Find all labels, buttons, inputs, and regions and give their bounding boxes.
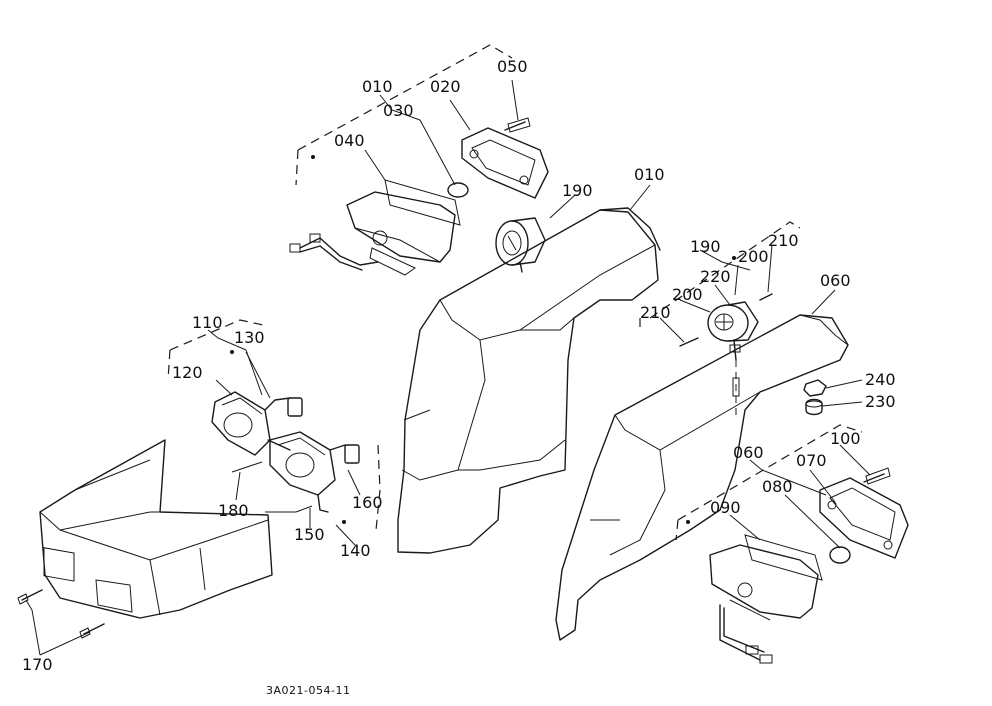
label-100: 100	[830, 429, 861, 448]
work-light-assembly	[167, 319, 381, 531]
lower-rear-lamp	[675, 424, 909, 664]
label-200-left: 200	[672, 285, 703, 304]
diagram-caption: 3A021-054-11	[266, 684, 350, 697]
label-070: 070	[796, 451, 827, 470]
label-210-left: 210	[640, 303, 671, 322]
label-060-right: 060	[820, 271, 851, 290]
label-090: 090	[710, 498, 741, 517]
screws-170	[17, 589, 105, 639]
label-140: 140	[340, 541, 371, 560]
part-labels: 010 020 050 030 040 190 010 190 210 200 …	[22, 57, 896, 697]
label-050: 050	[497, 57, 528, 76]
label-010-fender: 010	[634, 165, 665, 184]
label-120: 120	[172, 363, 203, 382]
label-180: 180	[218, 501, 249, 520]
reference-dots	[230, 155, 736, 524]
label-030: 030	[383, 101, 414, 120]
label-170: 170	[22, 655, 53, 674]
label-190-right: 190	[690, 237, 721, 256]
label-160: 160	[352, 493, 383, 512]
label-200-top: 200	[738, 247, 769, 266]
nut-parts	[803, 379, 827, 416]
label-080: 080	[762, 477, 793, 496]
leader-lines	[25, 79, 871, 656]
beacon-lamp-top	[495, 217, 546, 273]
label-240: 240	[865, 370, 896, 389]
label-150: 150	[294, 525, 325, 544]
label-110: 110	[192, 313, 223, 332]
beacon-lamp-right	[639, 221, 801, 420]
front-bonnet	[39, 439, 273, 619]
label-210-right: 210	[768, 231, 799, 250]
right-fender	[555, 314, 849, 641]
label-060-lower: 060	[733, 443, 764, 462]
label-010-top: 010	[362, 77, 393, 96]
label-020: 020	[430, 77, 461, 96]
label-220: 220	[700, 267, 731, 286]
upper-rear-lamp	[289, 44, 549, 276]
label-040: 040	[334, 131, 365, 150]
label-130: 130	[234, 328, 265, 347]
label-230: 230	[865, 392, 896, 411]
left-fender	[397, 207, 661, 554]
label-190-top: 190	[562, 181, 593, 200]
